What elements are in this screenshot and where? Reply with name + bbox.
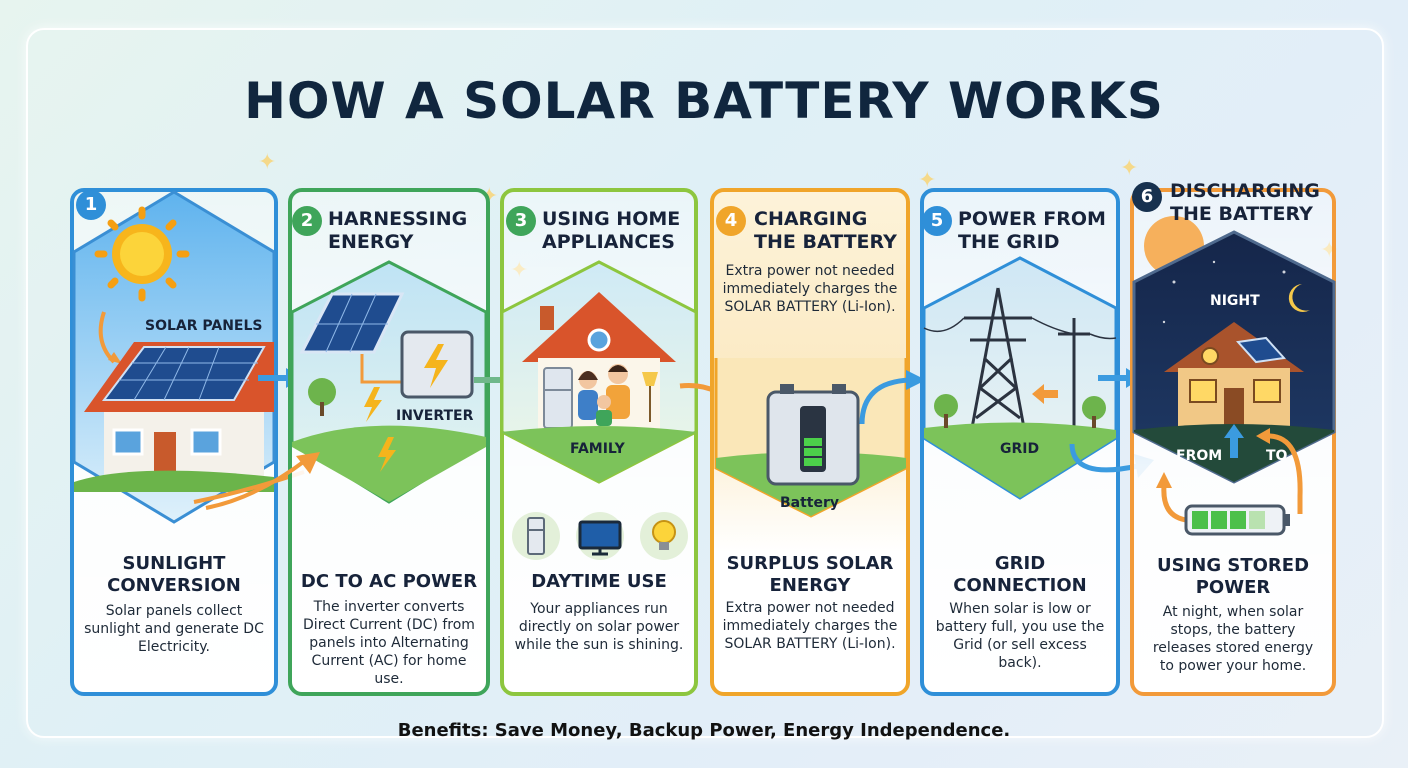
- solar-panel-icon: [1236, 336, 1286, 364]
- arrow-up-icon: [1224, 424, 1244, 458]
- outer-frame: [26, 28, 1384, 738]
- lightning-icon: [364, 387, 382, 422]
- step-5-heading: POWER FROM THE GRID: [958, 208, 1106, 253]
- step-4-image-label: Battery: [780, 495, 840, 511]
- step-3-image-label: FAMILY: [570, 441, 625, 457]
- step-3-subheading: DAYTIME USE: [531, 571, 667, 592]
- step-1-illustration: [72, 190, 305, 524]
- step-3-heading: USING HOME APPLIANCES: [542, 208, 681, 253]
- step-2-subheading: DC TO AC POWER: [300, 571, 478, 592]
- arrow-curve-icon: [859, 370, 926, 425]
- step-4-illustration: [714, 358, 908, 518]
- step-5-illustration: [922, 256, 1118, 500]
- inverter-icon: [400, 330, 474, 399]
- battery-icon: [766, 384, 860, 486]
- step-3-number: 3: [506, 206, 536, 236]
- page-title: HOW A SOLAR BATTERY WORKS: [244, 72, 1164, 130]
- solar-panel-icon: [299, 292, 405, 354]
- step-4-top-note: Extra power not needed immediately charg…: [722, 263, 898, 315]
- step-6-number: 6: [1132, 182, 1162, 212]
- fridge-icon: [543, 367, 573, 429]
- step-4-description: Extra power not needed immediately charg…: [722, 600, 898, 652]
- to-label: TO: [1266, 448, 1288, 464]
- sparkle-icon: ✦: [918, 168, 937, 193]
- step-1-subheading: SUNLIGHT CONVERSION: [107, 553, 241, 596]
- step-2-heading: HARNESSING ENERGY: [328, 208, 468, 253]
- step-1-number: 1: [76, 190, 106, 220]
- appliance-icons: [512, 512, 688, 560]
- lightning-icon: [378, 437, 396, 472]
- step-4-subheading: SURPLUS SOLAR ENERGY: [726, 553, 894, 596]
- step-1-description: Solar panels collect sunlight and genera…: [84, 603, 264, 655]
- step-3-description: Your appliances run directly on solar po…: [514, 601, 684, 653]
- arrow-curve-icon: [205, 452, 320, 510]
- family-icon: [578, 364, 630, 426]
- step-6-image-label: NIGHT: [1210, 293, 1260, 309]
- sun-icon: [94, 206, 190, 302]
- step-2-description: The inverter converts Direct Current (DC…: [303, 599, 475, 687]
- step-5-number: 5: [922, 206, 952, 236]
- battery-icon: [1184, 504, 1290, 536]
- step-4-heading: CHARGING THE BATTERY: [754, 208, 897, 253]
- step-5-image-label: GRID: [1000, 441, 1040, 457]
- tv-icon: [578, 520, 622, 556]
- step-6-subheading: USING STORED POWER: [1156, 555, 1310, 598]
- step-6-description: At night, when solar stops, the battery …: [1152, 604, 1314, 674]
- transmission-tower-icon: [964, 287, 1032, 429]
- benefits-footer: Benefits: Save Money, Backup Power, Ener…: [397, 720, 1011, 741]
- fridge-icon: [527, 517, 545, 555]
- step-3-illustration: [500, 260, 698, 484]
- step-5-subheading: GRID CONNECTION: [953, 553, 1087, 596]
- lightbulb-icon: [652, 520, 676, 550]
- step-2-illustration: [290, 260, 488, 504]
- step-4-number: 4: [716, 206, 746, 236]
- step-1-image-label: SOLAR PANELS: [145, 318, 263, 334]
- step-6-heading: DISCHARGING THE BATTERY: [1170, 180, 1320, 225]
- step-2-number: 2: [292, 206, 322, 236]
- from-label: FROM: [1176, 448, 1223, 464]
- sparkle-icon: ✦: [258, 150, 277, 175]
- arrow-left-icon: [1032, 384, 1058, 404]
- step-2-image-label: INVERTER: [396, 408, 474, 424]
- solar-panel-icon: [101, 346, 266, 401]
- sparkle-icon: ✦: [1120, 156, 1139, 181]
- step-5-description: When solar is low or battery full, you u…: [935, 601, 1105, 671]
- lamp-icon: [642, 372, 658, 422]
- battery-flow-illustration: [1156, 428, 1303, 536]
- moon-icon: [1288, 284, 1310, 312]
